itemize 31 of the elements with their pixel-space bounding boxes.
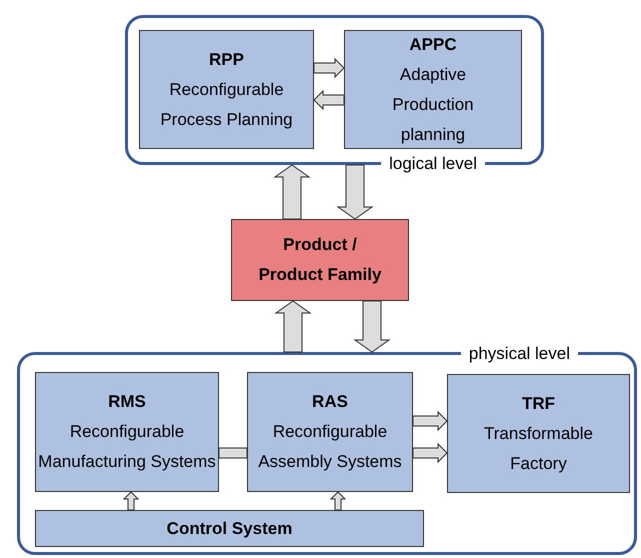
box-text: Reconfigurable Manufacturing Systems — [37, 421, 217, 473]
block-arrow — [336, 164, 374, 220]
process-box — [35, 510, 424, 547]
box-text: Transformable Factory — [483, 422, 594, 474]
process-box — [231, 219, 409, 301]
box-heading: TRF — [522, 392, 556, 414]
block-arrow — [274, 300, 312, 352]
box-text: Reconfigurable Process Planning — [159, 78, 294, 130]
block-arrow — [122, 491, 140, 510]
block-arrow — [314, 58, 345, 78]
process-box — [35, 372, 219, 492]
box-heading: APPC — [409, 34, 457, 56]
block-arrow — [313, 90, 344, 110]
process-box — [344, 30, 522, 149]
box-text: Product / Product Family — [258, 234, 382, 286]
group-label: logical level — [381, 155, 485, 172]
box-heading: RAS — [312, 391, 348, 413]
group-label: physical level — [460, 345, 578, 362]
process-box — [247, 372, 413, 492]
block-arrow — [330, 491, 346, 510]
box-text: Reconfigurable Assembly Systems — [257, 421, 403, 473]
box-heading: RMS — [108, 391, 146, 413]
process-box — [139, 30, 314, 149]
block-arrow — [218, 448, 248, 458]
block-arrow — [412, 410, 448, 432]
block-arrow — [273, 164, 311, 220]
box-heading: RPP — [209, 48, 244, 70]
process-box — [447, 374, 630, 493]
block-arrow — [412, 442, 448, 464]
block-arrow — [353, 300, 391, 353]
box-text: Control System — [166, 518, 292, 540]
